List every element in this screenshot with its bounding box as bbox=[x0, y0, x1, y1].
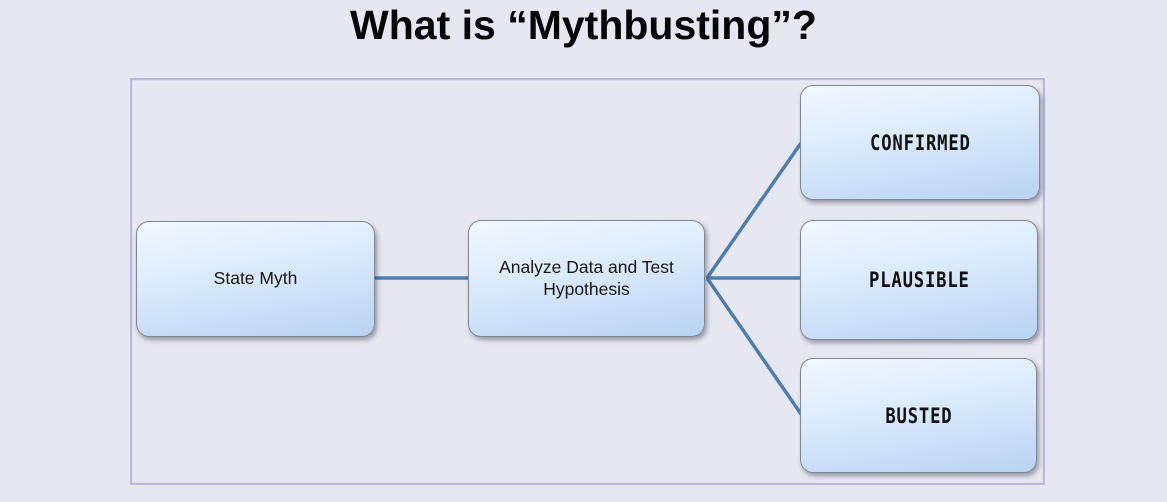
node-plausible-label: PLAUSIBLE bbox=[868, 268, 970, 292]
diagram-frame bbox=[130, 78, 1045, 485]
node-analyze-data-label: Analyze Data and Test Hypothesis bbox=[499, 256, 674, 299]
node-confirmed: CONFIRMED bbox=[800, 85, 1040, 200]
node-analyze-data: Analyze Data and Test Hypothesis bbox=[468, 220, 705, 337]
node-busted-label: BUSTED bbox=[884, 403, 953, 428]
node-plausible: PLAUSIBLE bbox=[800, 220, 1038, 340]
node-busted: BUSTED bbox=[800, 358, 1037, 473]
node-confirmed-label: CONFIRMED bbox=[869, 130, 971, 155]
node-state-myth-label: State Myth bbox=[213, 268, 298, 289]
slide-title: What is “Mythbusting”? bbox=[350, 2, 817, 48]
node-state-myth: State Myth bbox=[136, 221, 375, 337]
